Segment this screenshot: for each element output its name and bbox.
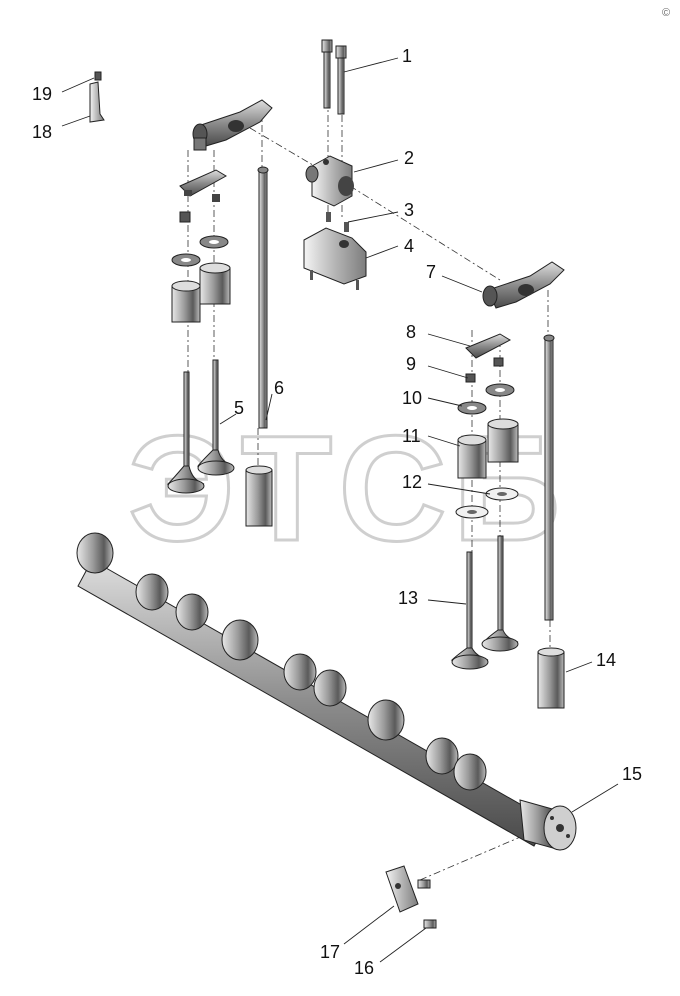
callout-4: 4: [404, 236, 414, 256]
callout-14: 14: [596, 650, 616, 670]
callout-12: 12: [402, 472, 422, 492]
leader-lines: [61, 57, 619, 963]
spring-washers-part-12: [455, 487, 519, 519]
callout-labels: 1 2 3 4 5 6 7 8 9 10 11 12 13 14 15 16 1…: [32, 46, 642, 978]
callout-8: 8: [406, 322, 416, 342]
callout-13: 13: [398, 588, 418, 608]
rocker-arm-right-part-7: [482, 261, 565, 309]
push-rod-left-part-6: [245, 166, 273, 527]
callout-3: 3: [404, 200, 414, 220]
callout-1: 1: [402, 46, 412, 66]
bracket-part-18: [89, 81, 105, 123]
callout-11: 11: [402, 426, 421, 446]
callout-18: 18: [32, 122, 52, 142]
pins-part-3: [326, 212, 349, 232]
valve-springs-part-11: [457, 418, 519, 479]
valve-keepers-part-9: [465, 357, 504, 383]
callout-10: 10: [402, 388, 422, 408]
callout-5: 5: [234, 398, 244, 418]
bolt-pair-part-1: [321, 39, 347, 115]
callout-17: 17: [320, 942, 340, 962]
valve-bridge-left: [179, 169, 227, 202]
callout-16: 16: [354, 958, 374, 978]
callout-6: 6: [274, 378, 284, 398]
bolts-part-16: [417, 879, 437, 929]
rocker-arm-left: [192, 99, 273, 151]
callout-7: 7: [426, 262, 436, 282]
screw-part-19: [94, 71, 102, 81]
callout-2: 2: [404, 148, 414, 168]
corner-mark: ©: [662, 7, 670, 19]
exhaust-valves-part-13: [450, 535, 519, 670]
valve-bridge-right-part-8: [465, 333, 512, 359]
callout-19: 19: [32, 84, 52, 104]
camshaft-part-15: [76, 532, 577, 851]
valve-set-left-upper: [171, 211, 231, 323]
support-bracket-part-4: [303, 227, 367, 290]
callout-15: 15: [622, 764, 642, 784]
thrust-plate-part-17: [385, 865, 419, 913]
callout-9: 9: [406, 354, 416, 374]
rocker-bracket-part-2: [305, 155, 354, 207]
intake-valves-part-5: [166, 359, 235, 494]
spring-retainers-part-10: [457, 383, 515, 415]
push-rod-right-part-14: [537, 334, 565, 709]
